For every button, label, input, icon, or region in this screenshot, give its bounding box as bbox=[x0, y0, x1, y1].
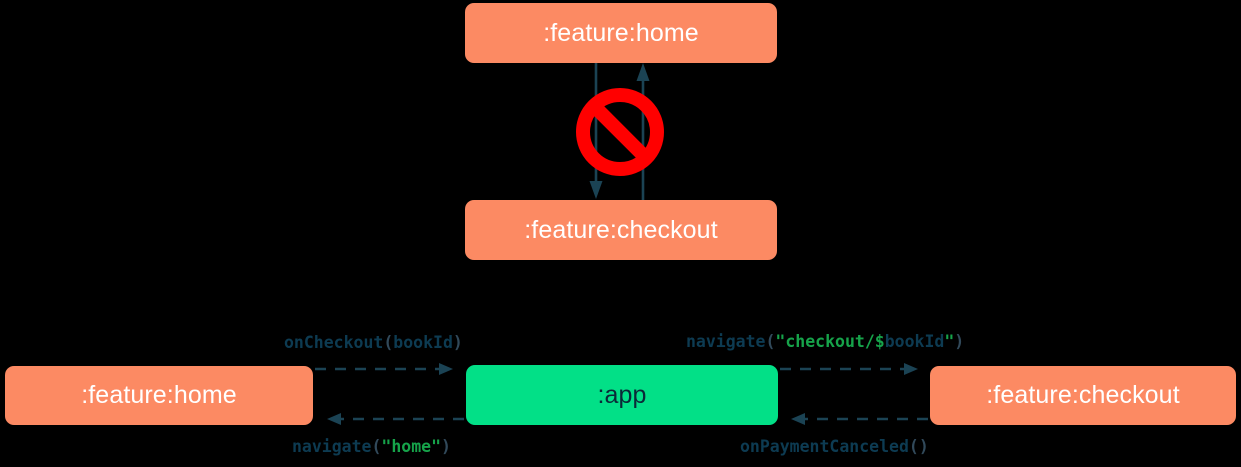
token-punctuation: ( bbox=[371, 437, 382, 456]
token-identifier: navigate bbox=[686, 332, 766, 351]
token-identifier: bookId bbox=[393, 333, 453, 352]
node-feature-home-bottom[interactable]: :feature:home bbox=[5, 366, 313, 425]
token-string-interpolation: $ bbox=[874, 332, 885, 351]
token-punctuation: ) bbox=[441, 437, 451, 456]
token-identifier: bookId bbox=[884, 332, 945, 351]
token-punctuation: ( bbox=[765, 332, 776, 351]
edge-label-on-checkout: onCheckout(bookId) bbox=[284, 333, 463, 352]
token-punctuation: ( bbox=[383, 333, 394, 352]
edge-label-navigate-home: navigate("home") bbox=[292, 437, 451, 456]
token-punctuation: () bbox=[908, 437, 929, 456]
node-label: :feature:checkout bbox=[524, 215, 718, 244]
forbidden-sign-icon bbox=[576, 88, 664, 176]
token-string: " bbox=[944, 332, 955, 351]
node-label: :feature:home bbox=[543, 18, 699, 47]
token-punctuation: ) bbox=[452, 333, 463, 352]
node-app[interactable]: :app bbox=[466, 365, 778, 425]
token-identifier: onPaymentCanceled bbox=[740, 437, 909, 456]
node-feature-checkout-bottom[interactable]: :feature:checkout bbox=[930, 366, 1236, 425]
token-identifier: navigate bbox=[292, 437, 372, 456]
edge-label-navigate-checkout: navigate("checkout/$bookId") bbox=[686, 332, 964, 351]
token-identifier: onCheckout bbox=[284, 333, 384, 352]
token-string: "home" bbox=[381, 437, 442, 456]
node-feature-home-top[interactable]: :feature:home bbox=[465, 3, 777, 63]
edge-label-on-payment-canceled: onPaymentCanceled() bbox=[740, 437, 929, 456]
token-string: "checkout/ bbox=[775, 332, 875, 351]
node-label: :app bbox=[597, 380, 647, 409]
node-label: :feature:checkout bbox=[986, 381, 1180, 409]
token-punctuation: ) bbox=[954, 332, 965, 351]
node-feature-checkout-top[interactable]: :feature:checkout bbox=[465, 200, 777, 260]
node-label: :feature:home bbox=[81, 381, 237, 409]
